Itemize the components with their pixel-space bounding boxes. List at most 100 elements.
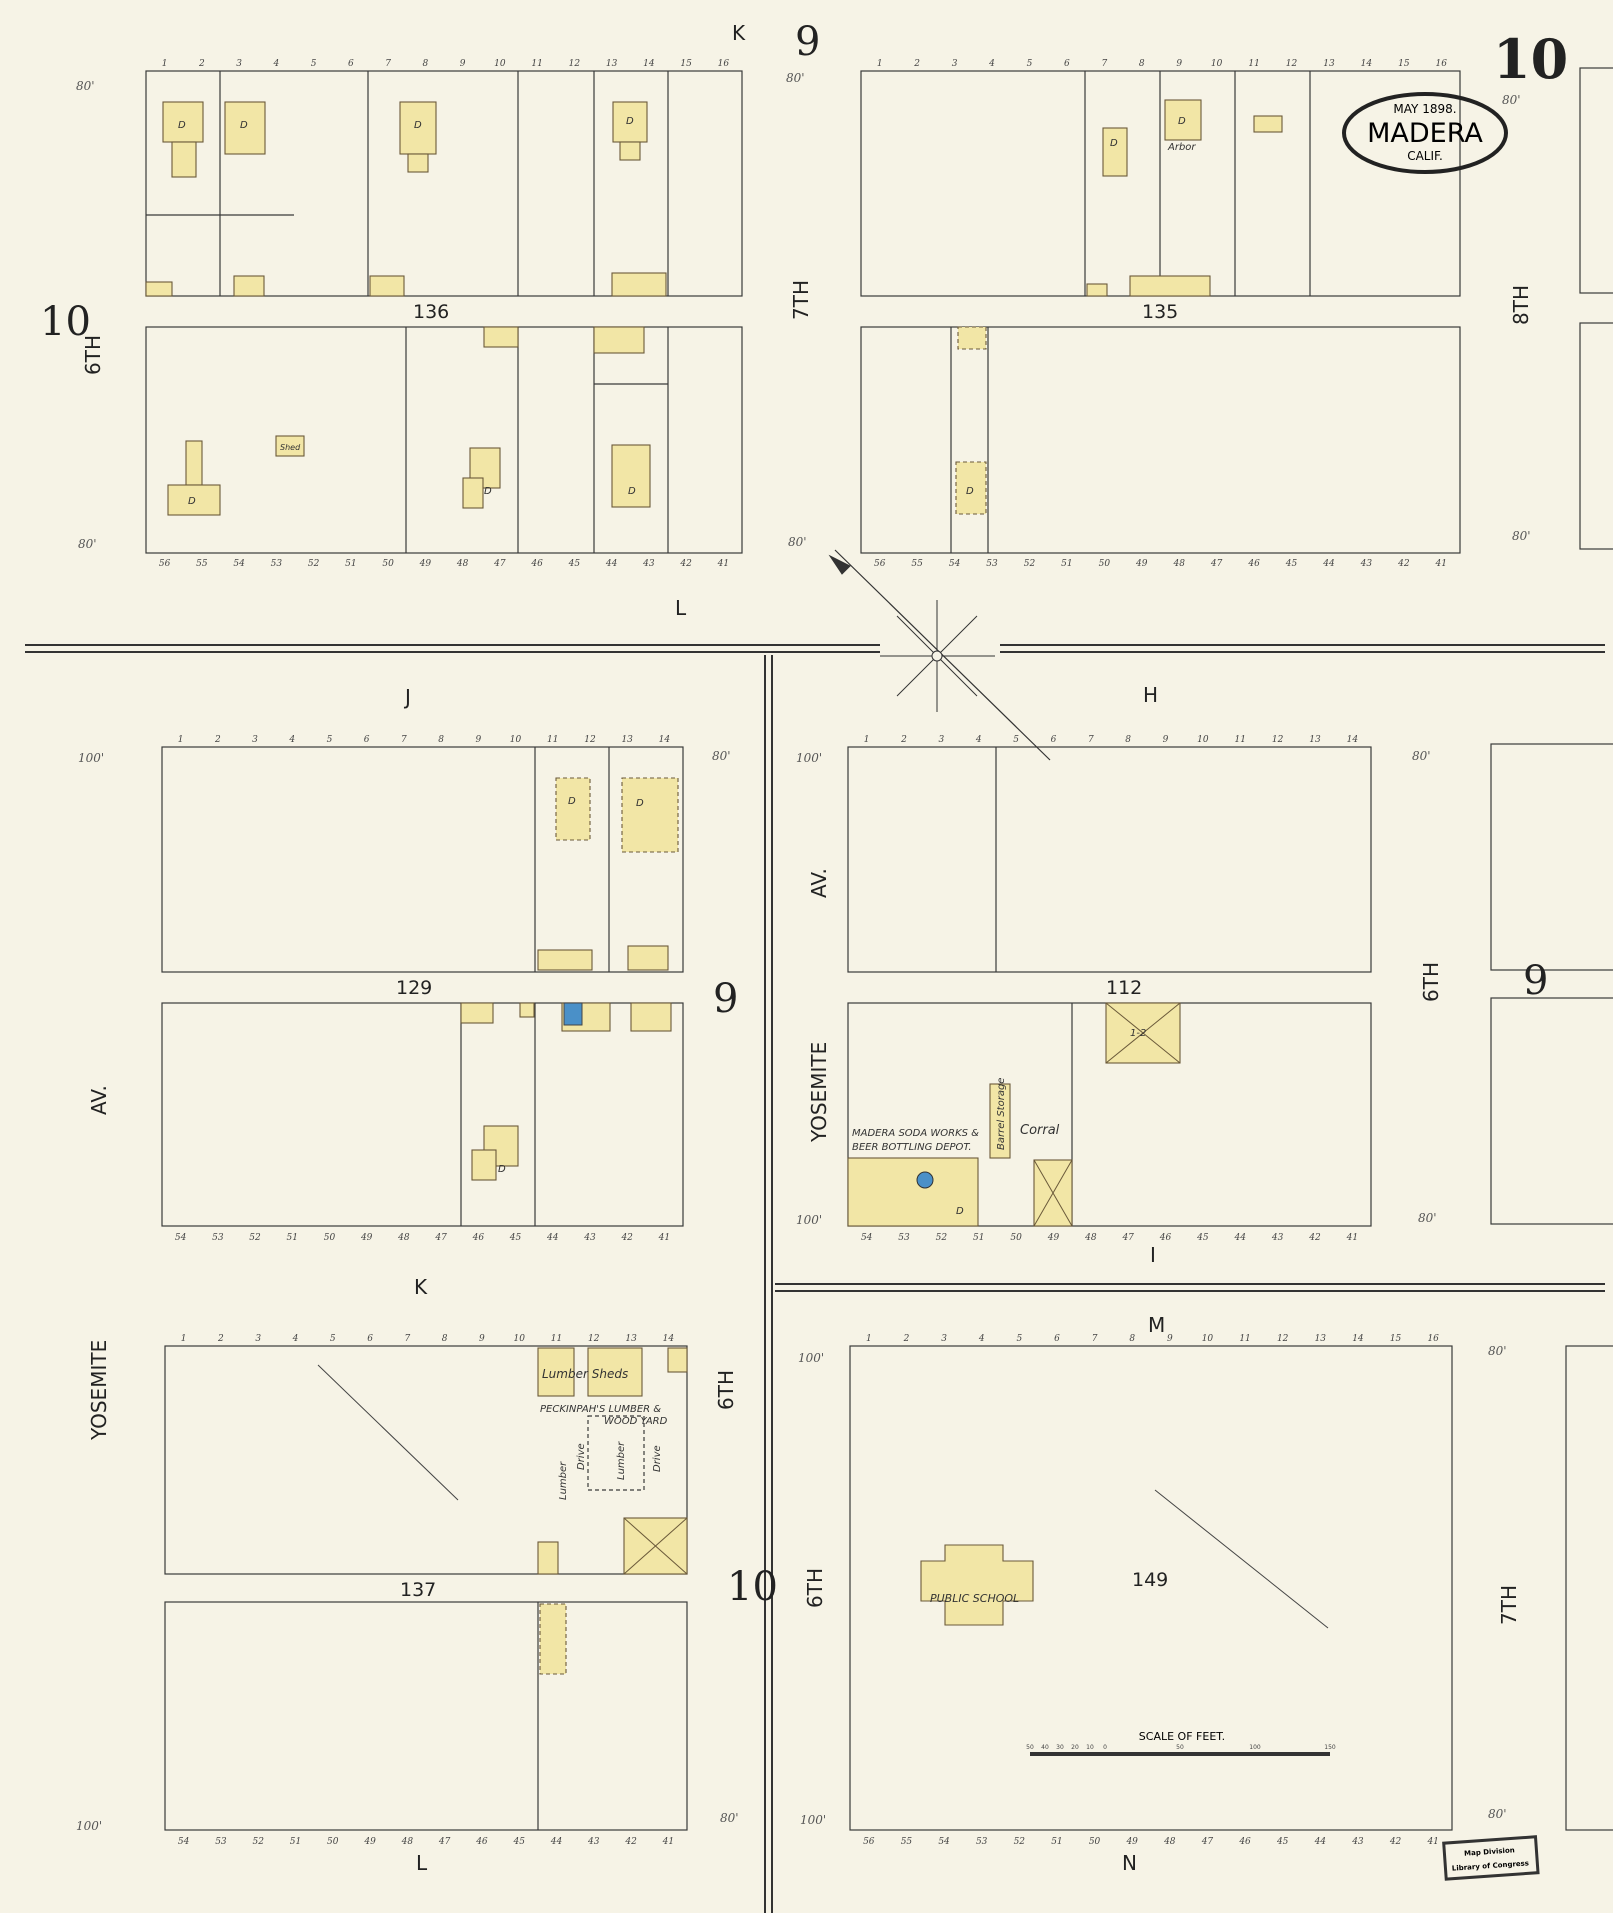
lot-number: 46 (475, 1837, 488, 1847)
lot-number: 7 (404, 1334, 410, 1344)
public-school-building (920, 1544, 1034, 1626)
dwelling-label: D (240, 120, 248, 131)
street-labels: K L 7TH 6TH 8TH J H AV. YOSEMITE AV. 6TH… (81, 21, 1533, 1875)
block-112: MADERA SODA WORKS & BEER BOTTLING DEPOT.… (847, 746, 1372, 1227)
lot-number: 6 (1064, 59, 1070, 69)
stamp-line-2: Library of Congress (1452, 1859, 1530, 1872)
lot-number: 14 (1347, 735, 1359, 745)
dwelling-label: D (498, 1164, 506, 1175)
lot-number: 4 (273, 59, 280, 69)
lot-number: 14 (659, 735, 671, 745)
lot-number: 1 (162, 59, 168, 69)
lot-number: 54 (178, 1837, 190, 1847)
lot-number: 49 (1125, 1837, 1138, 1847)
street-yosemite: YOSEMITE (807, 1042, 831, 1143)
lumber-sheds-label: Lumber Sheds (542, 1367, 628, 1381)
lot-number: 56 (863, 1837, 875, 1847)
lot-number: 53 (212, 1233, 224, 1243)
lot-number: 52 (308, 559, 320, 569)
dimension-100ft: 100' (78, 751, 104, 765)
dimension-80ft: 80' (1488, 1807, 1507, 1821)
block-135: Arbor D D D (860, 70, 1461, 554)
dwelling-label: D (956, 1206, 964, 1217)
street-lines (25, 644, 1605, 1913)
lot-number: 45 (1196, 1233, 1209, 1243)
sheet-number: 10 (1493, 27, 1568, 91)
lot-number: 12 (1277, 1334, 1289, 1344)
block-129: D D D (161, 746, 684, 1227)
lot-number: 43 (587, 1837, 600, 1847)
adjacent-sheet-ref: 10 (40, 299, 91, 345)
lot-number: 47 (434, 1233, 447, 1243)
lot-number: 2 (900, 735, 907, 745)
city-name: MADERA (1367, 118, 1483, 149)
lumber-label: Lumber (558, 1461, 569, 1500)
lot-number: 54 (233, 559, 245, 569)
lot-number: 41 (1346, 1233, 1358, 1243)
shed-label: Shed (280, 443, 301, 452)
lot-number: 10 (494, 59, 506, 69)
lot-number: 44 (1322, 559, 1335, 569)
street-6th: 6TH (803, 1568, 827, 1608)
lot-number: 8 (423, 59, 429, 69)
lot-number: 51 (1061, 559, 1072, 569)
lot-number: 9 (475, 735, 481, 745)
public-school-label: PUBLIC SCHOOL (930, 1592, 1019, 1605)
lot-number: 9 (1176, 59, 1182, 69)
lot-number: 12 (588, 1334, 600, 1344)
dwelling-label: D (568, 796, 576, 807)
lot-number: 49 (419, 559, 432, 569)
dwelling-label: D (1110, 138, 1118, 149)
lumber-yard-label-2: WOOD YARD (604, 1416, 668, 1427)
lot-number: 45 (509, 1233, 522, 1243)
dwelling-label: D (188, 496, 196, 507)
block-number: 112 (1106, 977, 1142, 999)
dimension-80ft: 80' (78, 537, 97, 551)
dwelling-label: D (178, 120, 186, 131)
lot-number: 8 (442, 1334, 448, 1344)
lot-number: 46 (1238, 1837, 1251, 1847)
lot-number: 48 (1084, 1233, 1097, 1243)
adjacent-sheet-ref: 9 (795, 19, 820, 65)
dimension-80ft: 80' (1512, 529, 1531, 543)
lot-number: 52 (1024, 559, 1036, 569)
lot-number: 51 (973, 1233, 984, 1243)
lot-number: 14 (1361, 59, 1373, 69)
lot-number: 45 (512, 1837, 525, 1847)
lot-number: 50 (324, 1233, 336, 1243)
lot-number: 3 (255, 1334, 261, 1344)
lot-number: 45 (568, 559, 581, 569)
block-136: Shed D D D D D D D (145, 70, 743, 554)
lot-number: 53 (271, 559, 283, 569)
water-tank (563, 1002, 583, 1026)
lot-number: 10 (510, 735, 522, 745)
lot-number: 46 (1247, 559, 1260, 569)
scale-tick-label: 10 (1086, 1744, 1094, 1751)
lot-number: 11 (1248, 59, 1259, 69)
lot-number: 43 (642, 559, 655, 569)
lot-number: 7 (1088, 735, 1094, 745)
lot-number: 46 (1159, 1233, 1172, 1243)
lot-number: 51 (290, 1837, 301, 1847)
title-cartouche: MAY 1898. MADERA CALIF. (1342, 92, 1508, 174)
lot-number: 13 (621, 735, 633, 745)
street-6th: 6TH (81, 335, 105, 375)
dwelling-label: D (626, 116, 634, 127)
lot-number: 50 (327, 1837, 339, 1847)
arbor-label: Arbor (1167, 142, 1196, 153)
street-7th: 7TH (789, 280, 813, 320)
lot-number: 42 (1389, 1837, 1402, 1847)
dimension-80ft: 80' (788, 535, 807, 549)
soda-works-label: MADERA SODA WORKS & (852, 1128, 979, 1139)
lot-number: 5 (330, 1334, 336, 1344)
scale-tick-label: 150 (1324, 1744, 1336, 1751)
lot-number: 1 (178, 735, 184, 745)
lot-number: 48 (401, 1837, 414, 1847)
lot-number: 44 (546, 1233, 559, 1243)
lot-number: 41 (717, 559, 729, 569)
dimension-labels: 80' 80' 80' 80' 80' 80' 80' 80' 80' 80' … (76, 71, 1531, 1833)
lot-number: 47 (1210, 559, 1223, 569)
water-tank (916, 1171, 934, 1189)
